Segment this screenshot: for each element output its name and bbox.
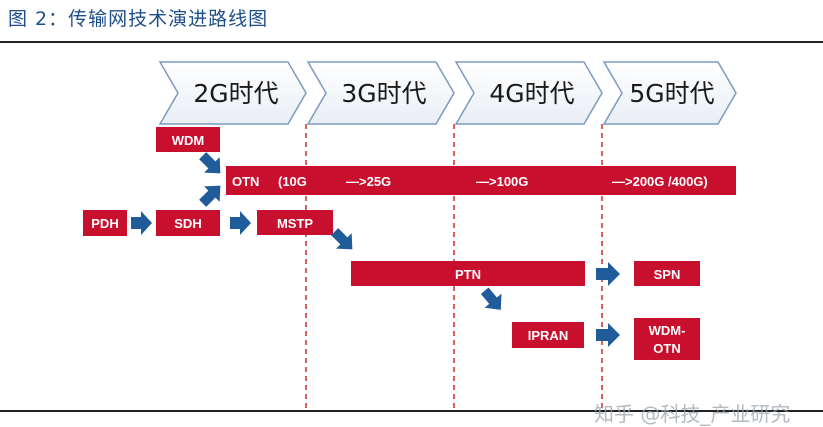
svg-text:IPRAN: IPRAN bbox=[528, 328, 568, 343]
arrow-mstp-to-ptn bbox=[331, 228, 353, 250]
svg-text:PTN: PTN bbox=[455, 267, 481, 282]
sdh-box: SDH bbox=[156, 210, 220, 236]
era-chevron-3g: 3G时代 bbox=[306, 61, 455, 125]
era-label-4g: 4G时代 bbox=[489, 79, 574, 108]
era-label-3g: 3G时代 bbox=[341, 79, 426, 108]
svg-text:WDM: WDM bbox=[172, 133, 205, 148]
spn-box: SPN bbox=[634, 261, 700, 286]
wdm-box: WDM bbox=[156, 127, 220, 152]
svg-text:SPN: SPN bbox=[654, 267, 681, 282]
top-rule bbox=[0, 41, 823, 43]
arrow-ptn-to-spn bbox=[596, 262, 620, 286]
otn-speed-200g-400g: —>200G /400G) bbox=[612, 174, 708, 189]
arrow-sdh-to-mstp bbox=[230, 211, 251, 235]
era-chevron-2g: 2G时代 bbox=[158, 61, 307, 125]
arrow-ptn-to-ipran bbox=[480, 287, 502, 310]
arrow-pdh-to-sdh bbox=[131, 211, 152, 235]
era-label-5g: 5G时代 bbox=[629, 79, 714, 108]
arrow-ipran-to-wdm-otn bbox=[596, 323, 620, 347]
svg-text:PDH: PDH bbox=[91, 216, 118, 231]
otn-speed-10g: (10G bbox=[278, 174, 307, 189]
otn-speed-100g: —>100G bbox=[476, 174, 528, 189]
arrow-sdh-to-otn bbox=[199, 185, 221, 207]
era-chevron-4g: 4G时代 bbox=[454, 61, 603, 125]
era-chevron-5g: 5G时代 bbox=[602, 61, 737, 125]
pdh-box: PDH bbox=[83, 210, 127, 236]
bottom-rule bbox=[0, 410, 823, 412]
era-label-2g: 2G时代 bbox=[193, 79, 278, 108]
svg-text:MSTP: MSTP bbox=[277, 216, 313, 231]
watermark-text: 知乎 @科技_产业研究 bbox=[594, 402, 791, 426]
ipran-box: IPRAN bbox=[512, 322, 584, 348]
wdm-otn-line2: OTN bbox=[653, 341, 680, 356]
mstp-box: MSTP bbox=[257, 210, 333, 235]
otn-speed-25g: —>25G bbox=[346, 174, 391, 189]
wdm-otn-line1: WDM- bbox=[649, 323, 686, 338]
ptn-bar: PTN bbox=[351, 261, 585, 286]
svg-text:SDH: SDH bbox=[174, 216, 201, 231]
arrow-wdm-to-otn bbox=[199, 152, 221, 174]
otn-label: OTN bbox=[232, 174, 259, 189]
figure-title: 图 2：传输网技术演进路线图 bbox=[8, 8, 269, 30]
otn-bar: OTN (10G —>25G —>100G —>200G /400G) bbox=[226, 166, 736, 195]
wdm-otn-box: WDM- OTN bbox=[634, 318, 700, 360]
